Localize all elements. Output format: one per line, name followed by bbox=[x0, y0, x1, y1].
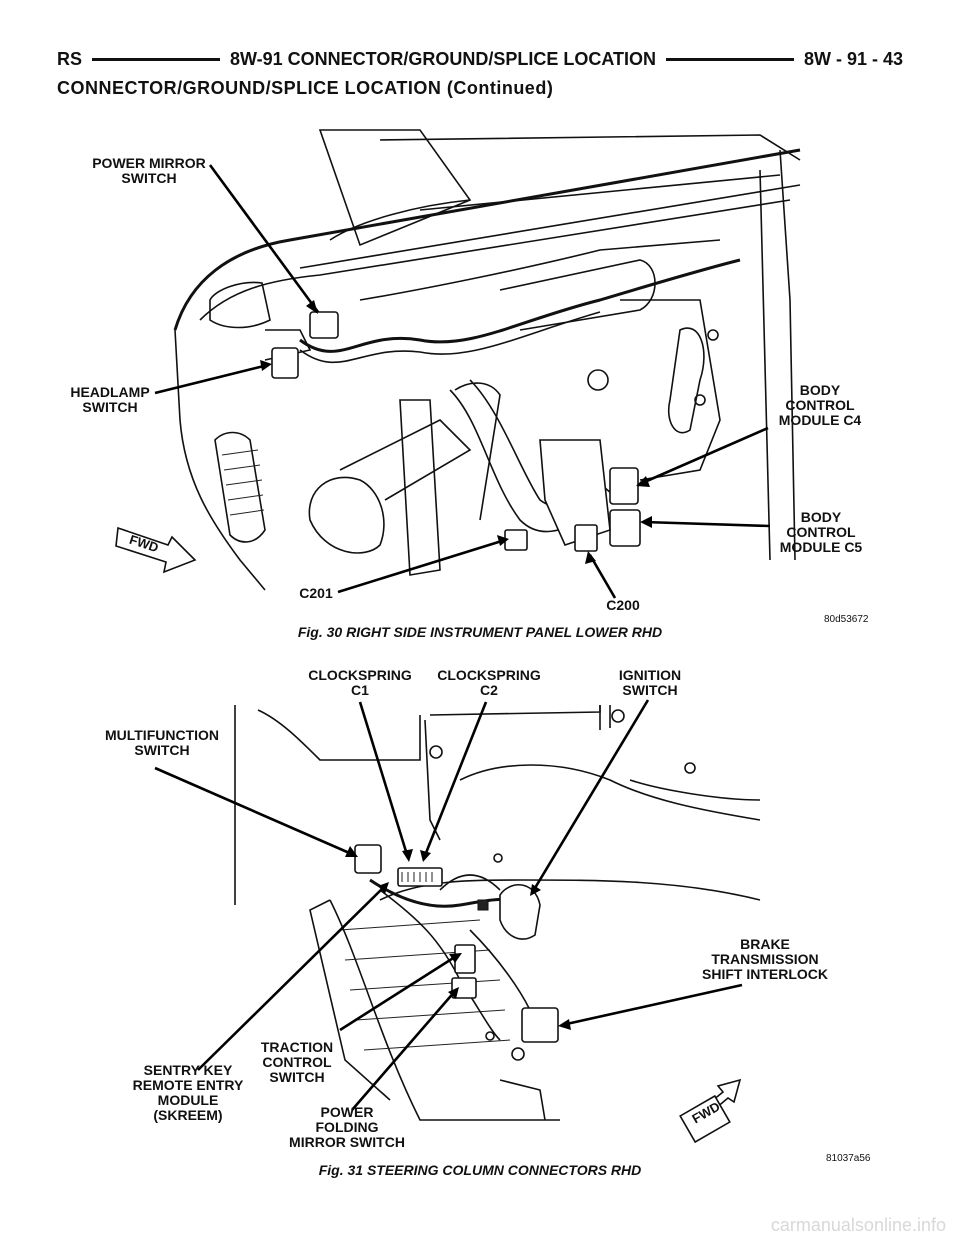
figure-30-caption: Fig. 30 RIGHT SIDE INSTRUMENT PANEL LOWE… bbox=[297, 624, 663, 640]
label-clockspring-c2: CLOCKSPRING C2 bbox=[437, 667, 541, 698]
figure-31-image-code: 81037a56 bbox=[826, 1153, 871, 1164]
header-page-number: 8W - 91 - 43 bbox=[803, 48, 903, 69]
header-section-code: RS bbox=[57, 48, 83, 69]
figure-31-caption: Fig. 31 STEERING COLUMN CONNECTORS RHD bbox=[318, 1162, 642, 1178]
fig30-connectors bbox=[271, 311, 641, 552]
label-headlamp-switch: HEADLAMP SWITCH bbox=[70, 384, 150, 415]
label-clockspring-c1: CLOCKSPRING C1 bbox=[308, 667, 412, 698]
header-title: 8W-91 CONNECTOR/GROUND/SPLICE LOCATION bbox=[229, 48, 656, 69]
label-body-control-module-c4: BODY CONTROL MODULE C4 bbox=[778, 382, 862, 428]
label-skreem: SENTRY KEY REMOTE ENTRY MODULE (SKREEM) bbox=[132, 1062, 244, 1123]
header-rule-left bbox=[92, 57, 220, 61]
instrument-panel-outline bbox=[173, 129, 801, 591]
watermark: carmanualsonline.info bbox=[770, 1215, 946, 1235]
label-power-mirror-switch: POWER MIRROR SWITCH bbox=[92, 155, 206, 186]
fig31-fwd-arrow bbox=[679, 1078, 742, 1144]
label-brake-transmission-shift-interlock: BRAKE TRANSMISSION SHIFT INTERLOCK bbox=[702, 936, 828, 982]
page-header: RS 8W-91 CONNECTOR/GROUND/SPLICE LOCATIO… bbox=[57, 44, 903, 74]
label-power-folding-mirror-switch: POWER FOLDING MIRROR SWITCH bbox=[289, 1104, 405, 1150]
label-ignition-switch: IGNITION SWITCH bbox=[618, 667, 682, 698]
label-c201: C201 bbox=[299, 585, 333, 601]
fig30-leaders bbox=[154, 164, 771, 599]
figure-31-drawing bbox=[154, 699, 761, 1144]
label-multifunction-switch: MULTIFUNCTION SWITCH bbox=[104, 727, 220, 758]
label-body-control-module-c5: BODY CONTROL MODULE C5 bbox=[779, 509, 863, 555]
fig31-connectors bbox=[354, 844, 559, 1043]
fig31-leaders bbox=[154, 699, 743, 1111]
figure-30-drawing bbox=[115, 129, 801, 599]
section-subheader: CONNECTOR/GROUND/SPLICE LOCATION (Contin… bbox=[57, 78, 554, 98]
header-rule-right bbox=[665, 57, 794, 61]
label-traction-control-switch: TRACTION CONTROL SWITCH bbox=[260, 1039, 334, 1085]
figure-30-image-code: 80d53672 bbox=[824, 614, 869, 625]
label-c200: C200 bbox=[606, 597, 640, 613]
fig30-fwd-arrow bbox=[115, 526, 197, 574]
